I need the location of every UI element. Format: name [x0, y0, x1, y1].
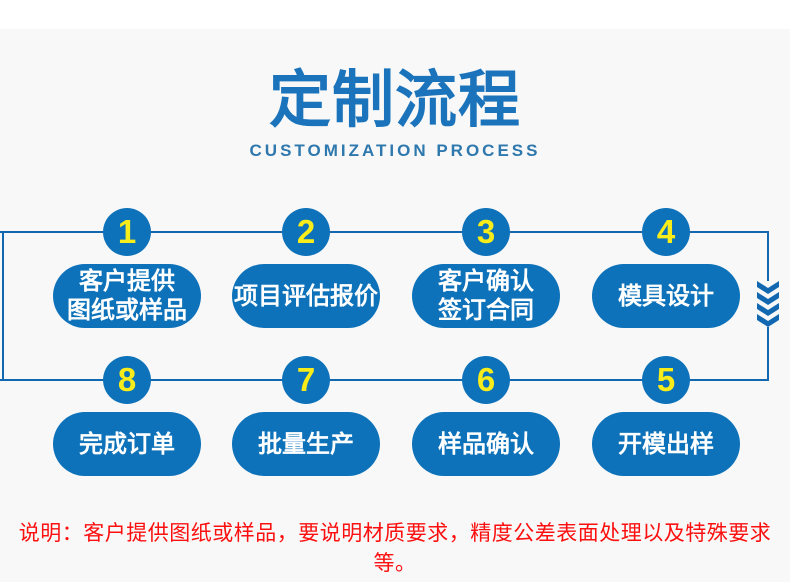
step-6: 6 样品确认	[396, 356, 576, 476]
step-5-number-badge: 5	[642, 356, 690, 404]
step-7-number: 7	[296, 360, 316, 398]
step-1: 1 客户提供 图纸或样品	[37, 208, 217, 328]
step-2: 2 项目评估报价	[216, 208, 396, 328]
step-4: 4 模具设计	[576, 208, 756, 328]
header: 定制流程 CUSTOMIZATION PROCESS	[0, 64, 790, 161]
step-1-pill: 客户提供 图纸或样品	[53, 264, 201, 328]
step-2-label: 项目评估报价	[234, 282, 378, 310]
step-7-number-badge: 7	[282, 356, 330, 404]
chevron-down-icon	[756, 281, 780, 327]
step-3-number-badge: 3	[462, 208, 510, 256]
step-8-number: 8	[117, 360, 137, 398]
step-3-pill: 客户确认 签订合同	[412, 264, 560, 328]
step-8-number-badge: 8	[103, 356, 151, 404]
step-3: 3 客户确认 签订合同	[396, 208, 576, 328]
note-text: 说明：客户提供图纸或样品，要说明材质要求，精度公差表面处理以及特殊要求等。	[18, 522, 772, 575]
step-6-pill: 样品确认	[412, 412, 560, 476]
step-8-label: 完成订单	[79, 430, 175, 458]
page-subtitle: CUSTOMIZATION PROCESS	[249, 141, 541, 160]
step-4-number-badge: 4	[642, 208, 690, 256]
step-1-number-badge: 1	[103, 208, 151, 256]
step-8: 8 完成订单	[37, 356, 217, 476]
step-4-number: 4	[656, 212, 676, 250]
step-6-number-badge: 6	[462, 356, 510, 404]
top-white-band	[0, 0, 790, 29]
step-4-pill: 模具设计	[592, 264, 740, 328]
step-3-label: 客户确认 签订合同	[438, 268, 534, 324]
step-4-label: 模具设计	[618, 282, 714, 310]
step-7-label: 批量生产	[258, 430, 354, 458]
step-5-number: 5	[656, 360, 676, 398]
page-title: 定制流程	[268, 66, 521, 135]
step-7: 7 批量生产	[216, 356, 396, 476]
step-1-label: 客户提供 图纸或样品	[67, 268, 187, 324]
step-1-number: 1	[117, 212, 137, 250]
top-row-connector-line	[0, 231, 769, 233]
step-2-pill: 项目评估报价	[232, 264, 380, 328]
bottom-row-connector-line	[0, 379, 769, 381]
step-8-pill: 完成订单	[53, 412, 201, 476]
left-connector-line	[2, 231, 4, 381]
step-7-pill: 批量生产	[232, 412, 380, 476]
step-2-number: 2	[296, 212, 316, 250]
step-6-label: 样品确认	[438, 430, 534, 458]
step-6-number: 6	[476, 360, 496, 398]
step-5-pill: 开模出样	[592, 412, 740, 476]
step-2-number-badge: 2	[282, 208, 330, 256]
step-3-number: 3	[476, 212, 496, 250]
step-5-label: 开模出样	[618, 430, 714, 458]
step-5: 5 开模出样	[576, 356, 756, 476]
